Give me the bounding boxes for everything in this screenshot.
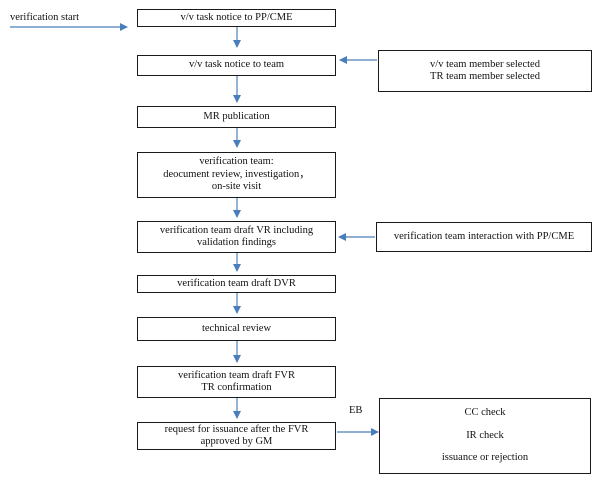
team-selection-line-1: v/v team member selected [430,58,540,70]
eb-label: EB [349,405,363,416]
step-4-line-2: deocument review, investigation， [163,168,310,180]
step-9-line-1: request for issuance after the FVR [164,423,309,435]
step-request-issuance: request for issuance after the FVR appro… [137,422,336,450]
start-label: verification start [10,12,80,23]
step-9-line-2: approved by GM [200,436,273,447]
step-mr-publication: MR publication [137,106,336,128]
eb-box: CC check IR check issuance or rejection [379,398,591,474]
step-draft-fvr: verification team draft FVR TR confirmat… [137,366,336,398]
step-2-line-1: v/v task notice to team [188,59,285,71]
eb-box-line-1: CC check [464,407,506,419]
step-6-line-1: verification team draft DVR [177,277,296,289]
team-selection-line-2: TR team member selected [430,71,540,82]
step-3-line-1: MR publication [203,110,270,122]
step-5-line-1: verification team draft VR including [159,224,314,236]
step-technical-review: technical review [137,317,336,341]
step-1-line-1: v/v task notice to PP/CME [180,11,293,23]
step-task-notice-pp-cme: v/v task notice to PP/CME [137,9,336,27]
eb-box-line-3: issuance or rejection [441,452,529,464]
interaction-line-1: verification team interaction with PP/CM… [393,230,575,242]
step-8-line-2: TR confirmation [201,382,272,393]
step-5-line-2: validation findings [196,237,277,248]
interaction-box: verification team interaction with PP/CM… [376,222,592,252]
step-8-line-1: verification team draft FVR [178,369,295,381]
step-verification-team-activities: verification team: deocument review, inv… [137,152,336,198]
step-7-line-1: technical review [201,322,272,334]
step-4-line-1: verification team: [199,156,274,168]
step-4-line-3: on-site visit [211,181,262,193]
eb-box-line-2: IR check [466,429,504,441]
step-draft-dvr: verification team draft DVR [137,275,336,293]
team-selection-box: v/v team member selected TR team member … [378,50,592,92]
step-task-notice-team: v/v task notice to team [137,55,336,76]
step-draft-vr: verification team draft VR including val… [137,221,336,253]
